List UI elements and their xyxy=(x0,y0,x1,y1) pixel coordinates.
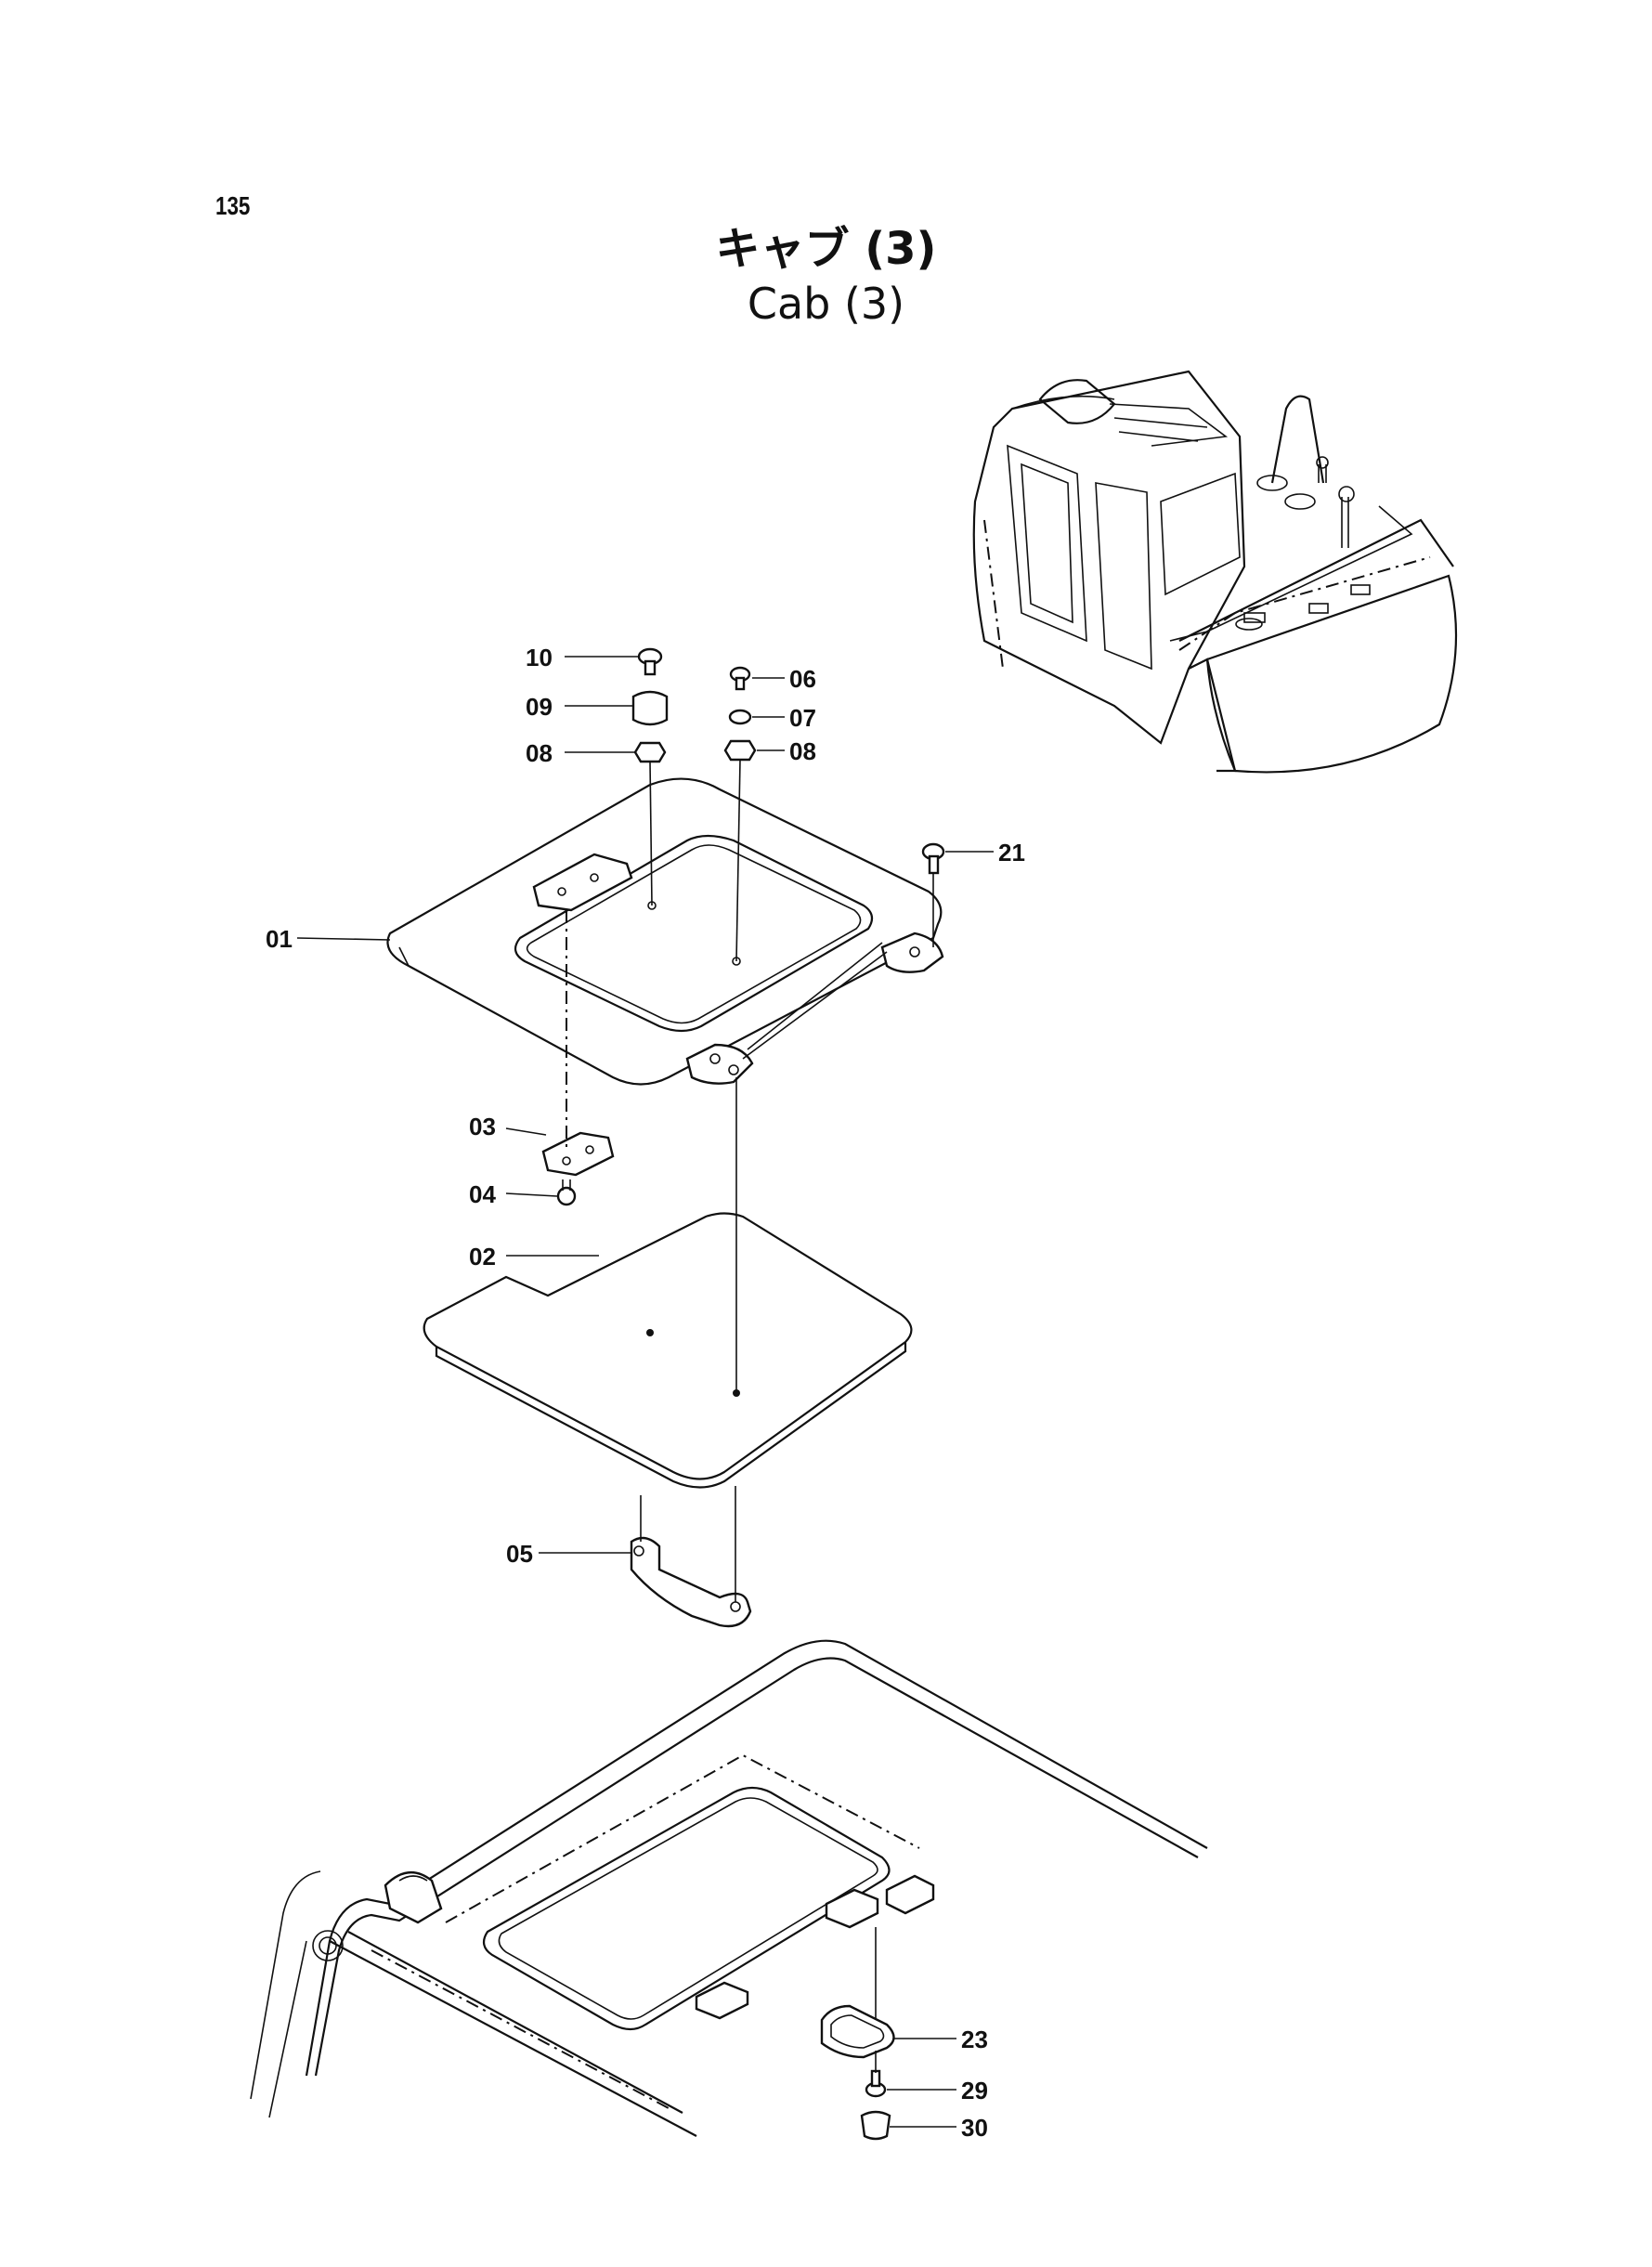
callout-labels: 10 09 08 06 07 08 21 01 03 04 02 05 23 2… xyxy=(266,644,1025,2142)
part-30-grommet xyxy=(860,2110,891,2141)
part-05-handle xyxy=(630,1536,752,1628)
callout-30: 30 xyxy=(961,2114,988,2142)
callout-04: 04 xyxy=(469,1180,496,1208)
callout-08-right: 08 xyxy=(789,737,816,765)
part-10-bolt xyxy=(637,647,663,676)
part-02-seal-mat xyxy=(423,1212,913,1489)
part-09-cushion xyxy=(631,690,669,726)
callout-06: 06 xyxy=(789,665,816,693)
part-21-bolt xyxy=(921,842,945,875)
cab-roof-body xyxy=(250,1639,1208,2137)
callout-03: 03 xyxy=(469,1113,496,1140)
part-23-stopper xyxy=(820,2004,895,2059)
callout-01: 01 xyxy=(266,925,293,953)
callout-09: 09 xyxy=(526,693,553,721)
part-08-nut-left xyxy=(633,741,667,763)
part-08-nut-right xyxy=(723,739,757,762)
title-english: Cab (3) xyxy=(747,279,905,329)
callout-21: 21 xyxy=(998,839,1025,866)
part-07-washer xyxy=(728,709,752,725)
callout-29: 29 xyxy=(961,2077,988,2104)
part-06-bolt xyxy=(729,666,751,691)
part-29-screw xyxy=(865,2069,887,2098)
part-01-roof-hatch xyxy=(386,777,944,1086)
leader-lines xyxy=(296,656,994,2128)
callout-23: 23 xyxy=(961,2026,988,2053)
callout-05: 05 xyxy=(506,1540,533,1568)
callout-02: 02 xyxy=(469,1243,496,1270)
callout-10: 10 xyxy=(526,644,553,671)
page-number: 135 xyxy=(215,191,251,220)
callout-08-left: 08 xyxy=(526,739,553,767)
part-04-bolt xyxy=(556,1179,577,1206)
assembly-center-lines xyxy=(566,759,934,2073)
machine-overview-illustration xyxy=(972,370,1458,774)
part-03-latch-plate xyxy=(541,1131,615,1177)
title-japanese: キャブ (3) xyxy=(715,223,937,275)
callout-07: 07 xyxy=(789,704,816,732)
